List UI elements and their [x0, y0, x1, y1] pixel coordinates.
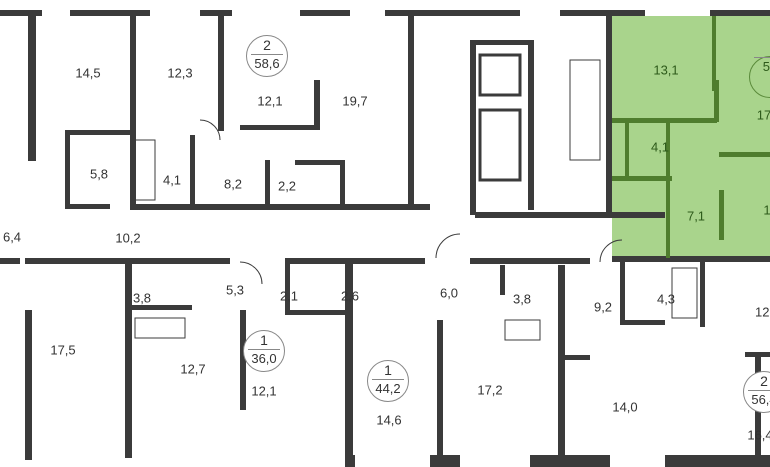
room-area: 12,7: [180, 361, 206, 377]
room-area: 3,8: [132, 290, 152, 306]
apartment-area: 44,2: [375, 381, 401, 396]
room-area: 14,0: [612, 399, 638, 415]
room-area: 3,8: [512, 291, 532, 307]
room-area: 19,7: [342, 93, 368, 109]
room-area: 12,3: [167, 65, 193, 81]
room-area: 12,: [754, 304, 770, 320]
apartment-area: 36,0: [251, 351, 277, 366]
room-area: 17,2: [477, 382, 503, 398]
rooms-count: 1: [372, 361, 404, 380]
rooms-count: 2: [251, 36, 283, 55]
room-area: 10,2: [115, 230, 141, 246]
room-area: 14,5: [75, 65, 101, 81]
room-area: 7,1: [686, 208, 706, 224]
room-area: 6,4: [2, 229, 22, 245]
room-area: 2,2: [277, 178, 297, 194]
room-area: 17: [756, 107, 770, 123]
room-area: 4,1: [650, 139, 670, 155]
rooms-count: 1: [248, 331, 280, 350]
room-area: 12,1: [257, 93, 283, 109]
room-area: 5,3: [225, 282, 245, 298]
apartment-badge[interactable]: 256,4: [743, 371, 770, 413]
room-area: 1: [763, 202, 770, 218]
room-area: 8,2: [223, 176, 243, 192]
room-area: 12,1: [251, 383, 277, 399]
room-area: 14,6: [376, 412, 402, 428]
room-area: 2,6: [340, 288, 360, 304]
apartment-area: 54: [762, 59, 770, 74]
room-area: 13,1: [653, 62, 679, 78]
apartment-area: 58,6: [254, 56, 280, 71]
room-area: 6,0: [439, 285, 459, 301]
room-area: 4,3: [656, 291, 676, 307]
room-area: 4,1: [162, 172, 182, 188]
room-area: 17,5: [50, 342, 76, 358]
room-area: 2,1: [279, 288, 299, 304]
room-area: 5,8: [89, 166, 109, 182]
room-area: 9,2: [593, 299, 613, 315]
room-area: 16,4: [747, 427, 770, 443]
rooms-count: [754, 57, 770, 58]
apartment-area: 56,4: [751, 392, 770, 407]
rooms-count: 2: [748, 372, 770, 391]
